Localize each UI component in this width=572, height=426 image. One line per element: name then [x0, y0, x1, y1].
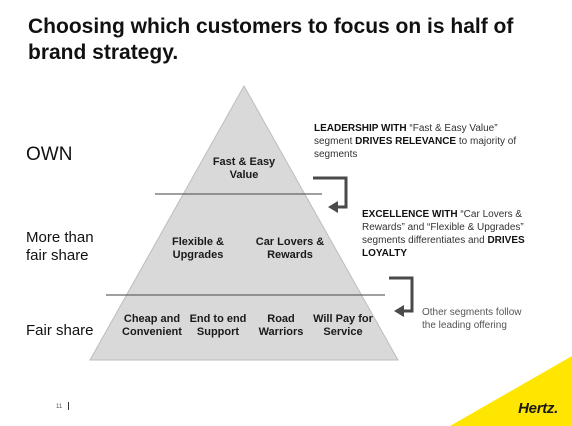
bent-arrow-bottom	[389, 276, 414, 313]
callout-excellence-mid: segments differentiates and	[362, 235, 488, 246]
segment-fast-easy-value: Fast & Easy Value	[212, 156, 276, 181]
page-number: 11	[56, 404, 63, 410]
segment-flexible-upgrades: Flexible & Upgrades	[172, 236, 224, 261]
callout-excellence-lead: EXCELLENCE WITH	[362, 209, 458, 220]
pyramid-shape	[89, 84, 399, 361]
tier-label-fair-share: Fair share	[26, 322, 94, 339]
callout-leadership-bold: DRIVES RELEVANCE	[355, 136, 457, 147]
callout-leadership-tail: to majority of segments	[314, 136, 517, 160]
callout-leadership-quoted: “Fast & Easy Value”	[409, 123, 498, 134]
bent-arrow-top	[313, 176, 348, 209]
callout-leadership-lead: LEADERSHIP WITH	[314, 123, 407, 134]
callout-excellence-quoted: “Car Lovers & Rewards” and “Flexible & U…	[362, 209, 524, 233]
segment-end-to-end-support: End to end Support	[189, 313, 247, 338]
segment-road-warriors: Road Warriors	[258, 313, 304, 338]
callout-excellence-bold: DRIVES LOYALTY	[362, 235, 525, 259]
segment-car-lovers-rewards: Car Lovers & Rewards	[255, 236, 325, 261]
callout-leadership: LEADERSHIP WITH “Fast & Easy Value” segm…	[314, 122, 534, 161]
arrow-head-top	[328, 201, 338, 213]
segment-cheap-convenient: Cheap and Convenient	[122, 313, 182, 338]
hertz-logo: Hertz.	[518, 400, 558, 417]
tier-label-own: OWN	[26, 144, 73, 165]
segment-will-pay-for-service: Will Pay for Service	[313, 313, 373, 338]
arrow-head-bottom	[394, 305, 404, 317]
slide-title: Choosing which customers to focus on is …	[28, 15, 514, 64]
callout-excellence: EXCELLENCE WITH “Car Lovers & Rewards” a…	[362, 208, 552, 260]
callout-leadership-mid: segment	[314, 136, 356, 147]
yellow-accent-corner	[450, 356, 572, 426]
tier-label-more-than-fair-share: More than fair share	[26, 229, 94, 264]
page-number-divider	[68, 402, 69, 410]
callout-other-segments: Other segments follow the leading offeri…	[422, 307, 522, 331]
